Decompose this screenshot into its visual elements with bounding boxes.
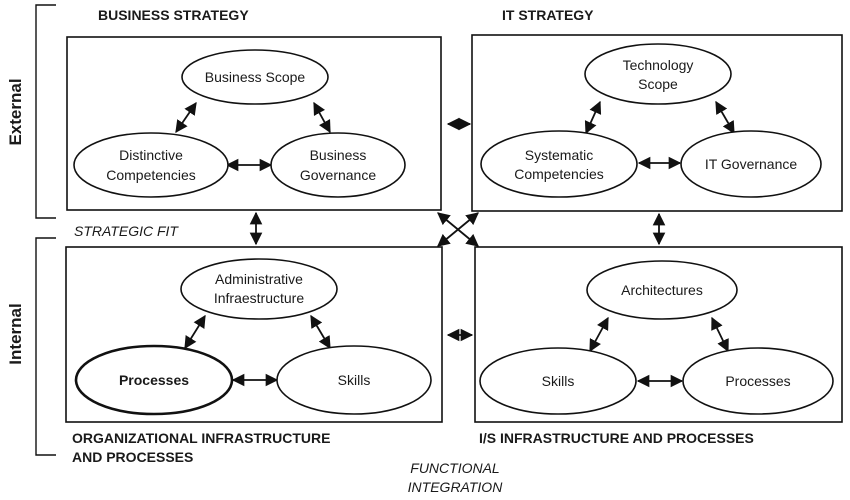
arrow-bs-top-left [175, 101, 197, 134]
strategic-fit-label: STRATEGIC FIT [74, 223, 179, 239]
node-processes-is-label: Processes [725, 373, 790, 389]
node-technology-scope-label-2: Scope [638, 76, 678, 92]
node-skills-is-label: Skills [542, 373, 575, 389]
node-systematic-competencies [480, 130, 638, 198]
functional-integration-label-2: INTEGRATION [408, 479, 504, 495]
external-bracket [35, 4, 56, 219]
node-distinctive-competencies-label-2: Competencies [106, 167, 196, 183]
node-it-governance [680, 130, 822, 198]
node-business-governance [270, 132, 406, 198]
business-strategy-box [66, 36, 442, 211]
node-it-governance-label: IT Governance [705, 156, 798, 172]
node-skills-org-label: Skills [338, 372, 371, 388]
node-processes-org [74, 344, 234, 416]
internal-label: Internal [6, 303, 25, 364]
arrow-is-top-right [711, 316, 729, 353]
arrow-bs-top-right [313, 101, 331, 134]
node-distinctive-competencies [73, 132, 229, 198]
org-infrastructure-box [65, 246, 443, 423]
node-administrative-infrastructure-label-1: Administrative [215, 271, 303, 287]
node-business-governance-label-2: Governance [300, 167, 376, 183]
internal-bracket [35, 237, 56, 456]
node-skills-org [276, 345, 432, 415]
node-skills-is [479, 347, 637, 415]
it-strategy-box [471, 34, 843, 212]
node-architectures-label: Architectures [621, 282, 703, 298]
node-technology-scope-label-1: Technology [623, 57, 694, 73]
business-strategy-title: BUSINESS STRATEGY [98, 7, 249, 23]
arrow-org-top-right [310, 314, 331, 350]
it-strategy-title: IT STRATEGY [502, 7, 594, 23]
node-processes-org-label: Processes [119, 372, 189, 388]
node-systematic-competencies-label-2: Competencies [514, 166, 604, 182]
node-distinctive-competencies-label-1: Distinctive [119, 147, 183, 163]
node-processes-is [682, 347, 834, 415]
is-infrastructure-title: I/S INFRASTRUCTURE AND PROCESSES [479, 430, 754, 446]
org-infrastructure-title-2: AND PROCESSES [72, 449, 193, 465]
node-business-scope [181, 49, 329, 105]
arrow-cross-diagonal-2 [437, 212, 479, 247]
external-label: External [6, 78, 25, 145]
node-administrative-infrastructure [180, 258, 338, 320]
org-infrastructure-title-1: ORGANIZATIONAL INFRASTRUCTURE [72, 430, 330, 446]
node-systematic-competencies-label-1: Systematic [525, 147, 593, 163]
node-administrative-infrastructure-label-2: Infraestructure [214, 290, 304, 306]
arrow-is-top-left [589, 316, 609, 353]
arrow-it-top-right [715, 100, 735, 135]
is-infrastructure-box [474, 246, 843, 423]
node-architectures [586, 260, 738, 320]
arrow-org-top-left [184, 314, 206, 350]
node-business-scope-label: Business Scope [205, 69, 306, 85]
node-business-governance-label-1: Business [310, 147, 367, 163]
functional-integration-label-1: FUNCTIONAL [410, 460, 499, 476]
arrow-it-top-left [584, 100, 602, 135]
node-technology-scope [584, 43, 732, 105]
